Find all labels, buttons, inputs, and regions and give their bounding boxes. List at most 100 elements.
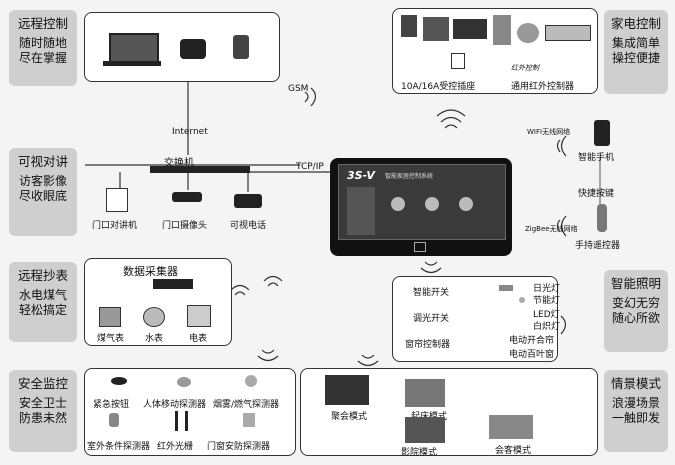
controller-brand: 3S-V [347, 169, 375, 182]
speaker-icon [401, 15, 417, 37]
load-label: 日光灯 [533, 284, 561, 294]
collector-label: 数据采集器 [123, 265, 178, 278]
socket-label: 10A/16A受控插座 [401, 82, 476, 92]
security-label: 人体移动探测器 [143, 400, 207, 410]
tab-remote-control: 远程控制 随时随地 尽在掌握 [9, 10, 77, 86]
tab-line: 浪漫场景 [611, 396, 660, 410]
tcpip-label: TCP/IP [296, 162, 324, 172]
tab-smart-lighting: 智能照明 变幻无穷 随心所欲 [604, 270, 668, 352]
socket-icon [451, 53, 465, 69]
ir-badge: 红外控制 [511, 64, 539, 72]
remote-devices-box [84, 12, 280, 82]
device-label: 门口对讲机 [92, 221, 138, 231]
screen-icon-a [391, 197, 405, 211]
load-label: 白炽灯 [533, 322, 561, 332]
fluorescent-icon [499, 285, 513, 291]
switch-label: 交换机 [164, 158, 194, 169]
central-controller: 3S-V 智能家居控制系统 [330, 158, 512, 256]
gsm-label: GSM [288, 84, 309, 94]
tab-line: 访客影像 [18, 174, 67, 188]
tab-line: 变幻无穷 [611, 296, 660, 310]
tv-icon [423, 17, 449, 41]
security-box: 紧急按钮 人体移动探测器 烟雾/燃气探测器 室外条件探测器 红外光栅 门窗安防探… [84, 368, 296, 456]
smartphone-icon [594, 120, 610, 146]
switch-icon [150, 166, 250, 173]
remote-control-icon [597, 204, 607, 232]
scene-guest-image [489, 415, 533, 439]
scene-label: 影院模式 [401, 448, 438, 458]
tab-line: 尽收眼底 [18, 189, 67, 203]
electric-meter-icon [187, 305, 211, 327]
control-label: 窗帘控制器 [405, 340, 451, 350]
scene-label: 聚会模式 [331, 412, 368, 422]
load-label: 节能灯 [533, 296, 561, 306]
mobile-label: 快捷按键 [578, 189, 615, 199]
device-label: 可视电话 [230, 221, 267, 231]
wifi-label: WIFI无线网络 [527, 128, 571, 136]
meter-label: 电表 [189, 334, 208, 344]
meter-label: 煤气表 [97, 334, 125, 344]
tab-line: 随心所欲 [611, 311, 660, 325]
load-label: 电动百叶窗 [509, 350, 555, 360]
meter-box: 数据采集器 煤气表 水表 电表 [84, 258, 232, 346]
tab-line: 水电煤气 [18, 288, 67, 302]
tab-video-intercom: 可视对讲 访客影像 尽收眼底 [9, 148, 77, 236]
meter-label: 水表 [145, 334, 164, 344]
door-window-detector-icon [243, 413, 255, 427]
phone-icon [180, 39, 206, 59]
tab-scene-mode: 情景模式 浪漫场景 一触即发 [604, 370, 668, 452]
tab-title: 家电控制 [610, 16, 661, 31]
smoke-detector-icon [245, 375, 257, 387]
device-label: 门口摄像头 [162, 221, 208, 231]
tab-line: 轻松搞定 [18, 303, 67, 317]
water-meter-icon [143, 307, 165, 327]
screen-icon-b [425, 197, 439, 211]
air-conditioner-icon [545, 25, 591, 41]
mobile-label: 手持遥控器 [575, 241, 621, 251]
controller-subtitle: 智能家居控制系统 [385, 173, 434, 180]
tab-title: 远程控制 [17, 16, 68, 31]
tab-line: 一触即发 [611, 411, 660, 425]
tab-line: 防患未然 [18, 411, 67, 425]
mobile-label: 智能手机 [578, 153, 615, 163]
home-button[interactable] [414, 242, 426, 252]
tab-title: 可视对讲 [17, 154, 68, 169]
lighting-box: 智能开关 调光开关 窗帘控制器 日光灯 节能灯 LED灯 白炽灯 电动开合帘 电… [392, 276, 561, 362]
security-label: 紧急按钮 [93, 400, 130, 410]
tab-title: 智能照明 [610, 276, 661, 291]
scene-wakeup-image [405, 379, 445, 407]
internet-label: Internet [172, 127, 208, 137]
tab-title: 情景模式 [610, 376, 661, 391]
ir-label: 通用红外控制器 [511, 82, 575, 92]
tab-line: 操控便捷 [611, 51, 660, 65]
control-label: 调光开关 [413, 314, 450, 324]
laptop-base [103, 61, 161, 66]
scene-label: 会客模式 [495, 446, 532, 456]
control-label: 智能开关 [413, 288, 450, 298]
mobile-icon [233, 35, 249, 59]
tab-security: 安全监控 安全卫士 防患未然 [9, 370, 77, 452]
screen-menu [347, 187, 375, 235]
wireless-waves [230, 87, 567, 367]
intercom-box: 交换机 门口对讲机 门口摄像头 可视电话 [84, 142, 284, 238]
screen-icon-c [459, 197, 473, 211]
cfl-icon [519, 297, 525, 303]
emergency-button-icon [111, 377, 127, 385]
tab-line: 集成简单 [611, 36, 660, 50]
outdoor-detector-icon [109, 413, 119, 427]
tab-title: 远程抄表 [17, 268, 68, 283]
door-intercom-icon [106, 188, 128, 212]
load-label: LED灯 [533, 310, 560, 320]
scene-box: 聚会模式 起床模式 影院模式 会客模式 [300, 368, 598, 458]
camera-icon [172, 192, 202, 202]
appliance-box: 红外控制 10A/16A受控插座 通用红外控制器 [392, 8, 598, 94]
controller-screen: 3S-V 智能家居控制系统 [338, 164, 506, 240]
security-label: 室外条件探测器 [87, 442, 151, 452]
tab-line: 随时随地 [18, 36, 67, 50]
tab-line: 尽在掌握 [18, 51, 67, 65]
tab-appliance-control: 家电控制 集成简单 操控便捷 [604, 10, 668, 94]
tab-remote-meter: 远程抄表 水电煤气 轻松搞定 [9, 262, 77, 342]
security-label: 红外光栅 [157, 442, 194, 452]
tab-line: 安全卫士 [18, 396, 67, 410]
